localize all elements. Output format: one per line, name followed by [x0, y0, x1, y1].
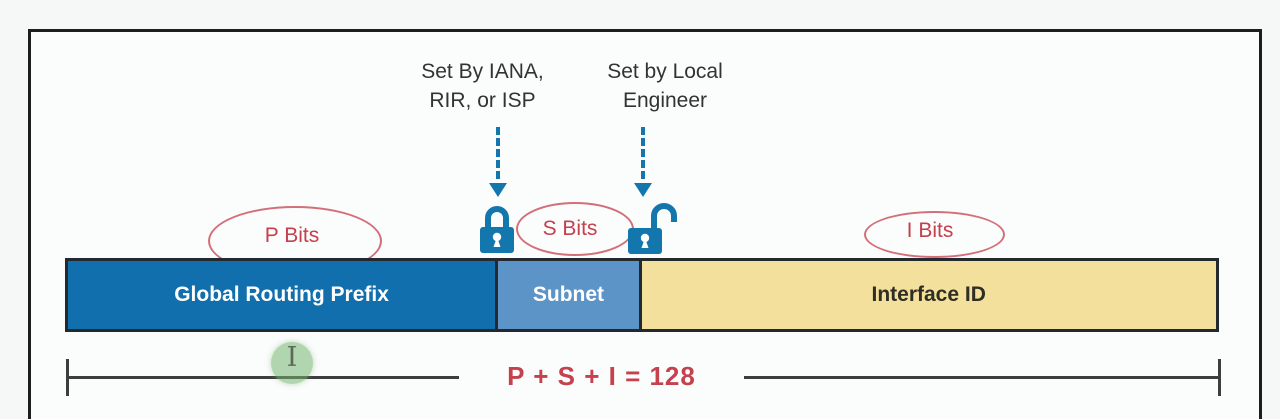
- s-bits-label: S Bits: [542, 217, 598, 240]
- text-cursor-icon: I: [286, 342, 298, 373]
- measure-tick-right: [1218, 359, 1221, 396]
- segment-global-routing-prefix-label: Global Routing Prefix: [174, 283, 389, 306]
- lock-open-icon: [628, 203, 677, 254]
- address-bar: Global Routing Prefix Subnet Interface I…: [65, 258, 1220, 332]
- measure-line-left: [69, 376, 459, 379]
- segment-global-routing-prefix: Global Routing Prefix: [65, 258, 499, 332]
- annotation-iana-line2: RIR, or ISP: [429, 89, 536, 112]
- segment-subnet-label: Subnet: [532, 283, 605, 306]
- annotation-engineer: Set by Local Engineer: [585, 57, 745, 115]
- text-cursor-highlight: I: [271, 342, 313, 384]
- annotation-iana-line1: Set By IANA,: [421, 60, 544, 83]
- annotation-engineer-line1: Set by Local: [607, 60, 723, 83]
- arrow-down-icon: [634, 183, 652, 197]
- equation-label: P + S + I = 128: [507, 361, 696, 391]
- dashed-arrow-stem-left: [496, 127, 500, 179]
- segment-interface-id-label: Interface ID: [871, 283, 986, 306]
- p-bits-label: P Bits: [264, 224, 320, 247]
- i-bits-label: I Bits: [906, 219, 954, 242]
- segment-subnet: Subnet: [495, 258, 642, 332]
- arrow-down-icon: [489, 183, 507, 197]
- annotation-engineer-line2: Engineer: [622, 89, 708, 112]
- dashed-arrow-stem-right: [641, 127, 645, 179]
- i-bits-ellipse: [864, 211, 1005, 258]
- measure-line-right: [744, 376, 1218, 379]
- measure-tick-left: [66, 359, 69, 396]
- lock-closed-icon: [480, 206, 514, 253]
- annotation-iana: Set By IANA, RIR, or ISP: [400, 57, 565, 115]
- segment-interface-id: Interface ID: [638, 258, 1219, 332]
